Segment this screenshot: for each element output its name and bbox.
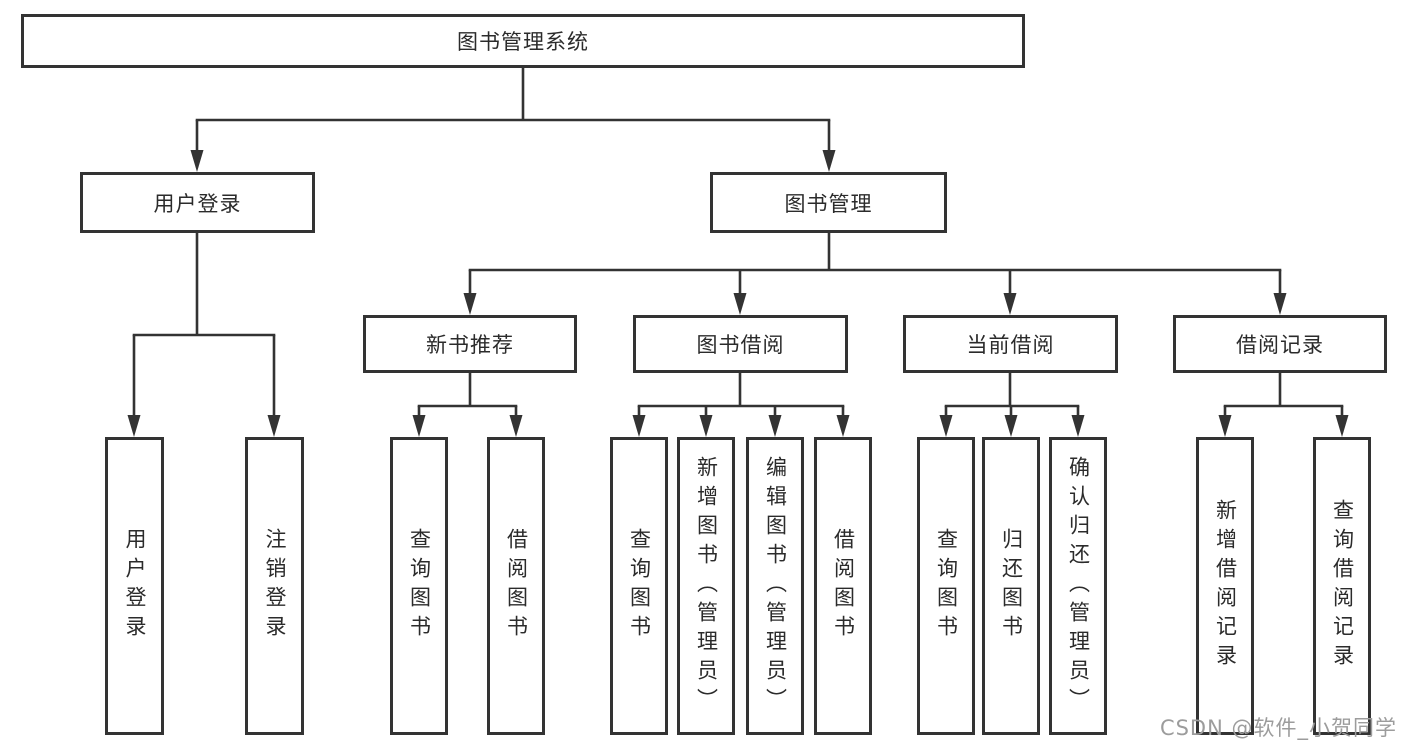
arrowhead-icon	[1003, 293, 1017, 315]
node-leaf-user-login: 用户登录	[105, 437, 164, 735]
arrowhead-icon	[632, 415, 646, 437]
node-label: 新增借阅记录	[1213, 499, 1238, 673]
node-label: 确认归还（管理员）	[1066, 455, 1091, 717]
node-label: 编辑图书（管理员）	[763, 455, 788, 717]
arrowhead-icon	[822, 150, 836, 172]
arrowhead-icon	[836, 415, 850, 437]
node-label: 借阅记录	[1236, 333, 1324, 357]
node-leaf-add-book: 新增图书（管理员）	[677, 437, 735, 735]
node-book-management: 图书管理	[710, 172, 947, 233]
node-leaf-return-book: 归还图书	[982, 437, 1040, 735]
node-leaf-query-borrow-record: 查询借阅记录	[1313, 437, 1371, 735]
arrowhead-icon	[127, 415, 141, 437]
node-label: 图书管理	[784, 191, 873, 216]
node-label: 查询借阅记录	[1330, 499, 1355, 673]
node-label: 图书借阅	[696, 333, 785, 357]
node-leaf-query-book-2: 查询图书	[610, 437, 668, 735]
node-leaf-confirm-return: 确认归还（管理员）	[1049, 437, 1107, 735]
arrowhead-icon	[1004, 415, 1018, 437]
node-user-login: 用户登录	[80, 172, 315, 233]
node-label: 借阅图书	[831, 528, 856, 644]
node-leaf-query-book-1: 查询图书	[390, 437, 448, 735]
node-book-borrow: 图书借阅	[633, 315, 848, 373]
node-system: 图书管理系统	[21, 14, 1025, 68]
node-label: 新书推荐	[426, 333, 514, 357]
node-borrow-records: 借阅记录	[1173, 315, 1387, 373]
arrowhead-icon	[699, 415, 713, 437]
node-leaf-query-book-3: 查询图书	[917, 437, 975, 735]
node-label: 当前借阅	[966, 333, 1055, 357]
node-label: 图书管理系统	[457, 30, 589, 54]
node-label: 借阅图书	[504, 528, 529, 644]
arrowhead-icon	[1335, 415, 1349, 437]
arrowhead-icon	[190, 150, 204, 172]
node-leaf-borrow-book-2: 借阅图书	[814, 437, 872, 735]
arrowhead-icon	[267, 415, 281, 437]
node-label: 注销登录	[263, 528, 287, 644]
node-label: 查询图书	[934, 528, 959, 644]
node-label: 新增图书（管理员）	[694, 455, 719, 717]
node-label: 查询图书	[627, 528, 652, 644]
node-leaf-borrow-book-1: 借阅图书	[487, 437, 545, 735]
arrowhead-icon	[733, 293, 747, 315]
arrowhead-icon	[509, 415, 523, 437]
arrowhead-icon	[1071, 415, 1085, 437]
arrowhead-icon	[463, 293, 477, 315]
node-leaf-add-borrow-record: 新增借阅记录	[1196, 437, 1254, 735]
arrowhead-icon	[939, 415, 953, 437]
node-leaf-logout: 注销登录	[245, 437, 304, 735]
arrowhead-icon	[1218, 415, 1232, 437]
arrowhead-icon	[412, 415, 426, 437]
node-label: 归还图书	[999, 528, 1024, 644]
node-label: 用户登录	[123, 528, 147, 644]
node-leaf-edit-book: 编辑图书（管理员）	[746, 437, 804, 735]
arrowhead-icon	[1273, 293, 1287, 315]
node-current-borrow: 当前借阅	[903, 315, 1118, 373]
node-label: 用户登录	[153, 191, 242, 216]
node-label: 查询图书	[407, 528, 432, 644]
node-new-book-recommend: 新书推荐	[363, 315, 577, 373]
arrowhead-icon	[768, 415, 782, 437]
